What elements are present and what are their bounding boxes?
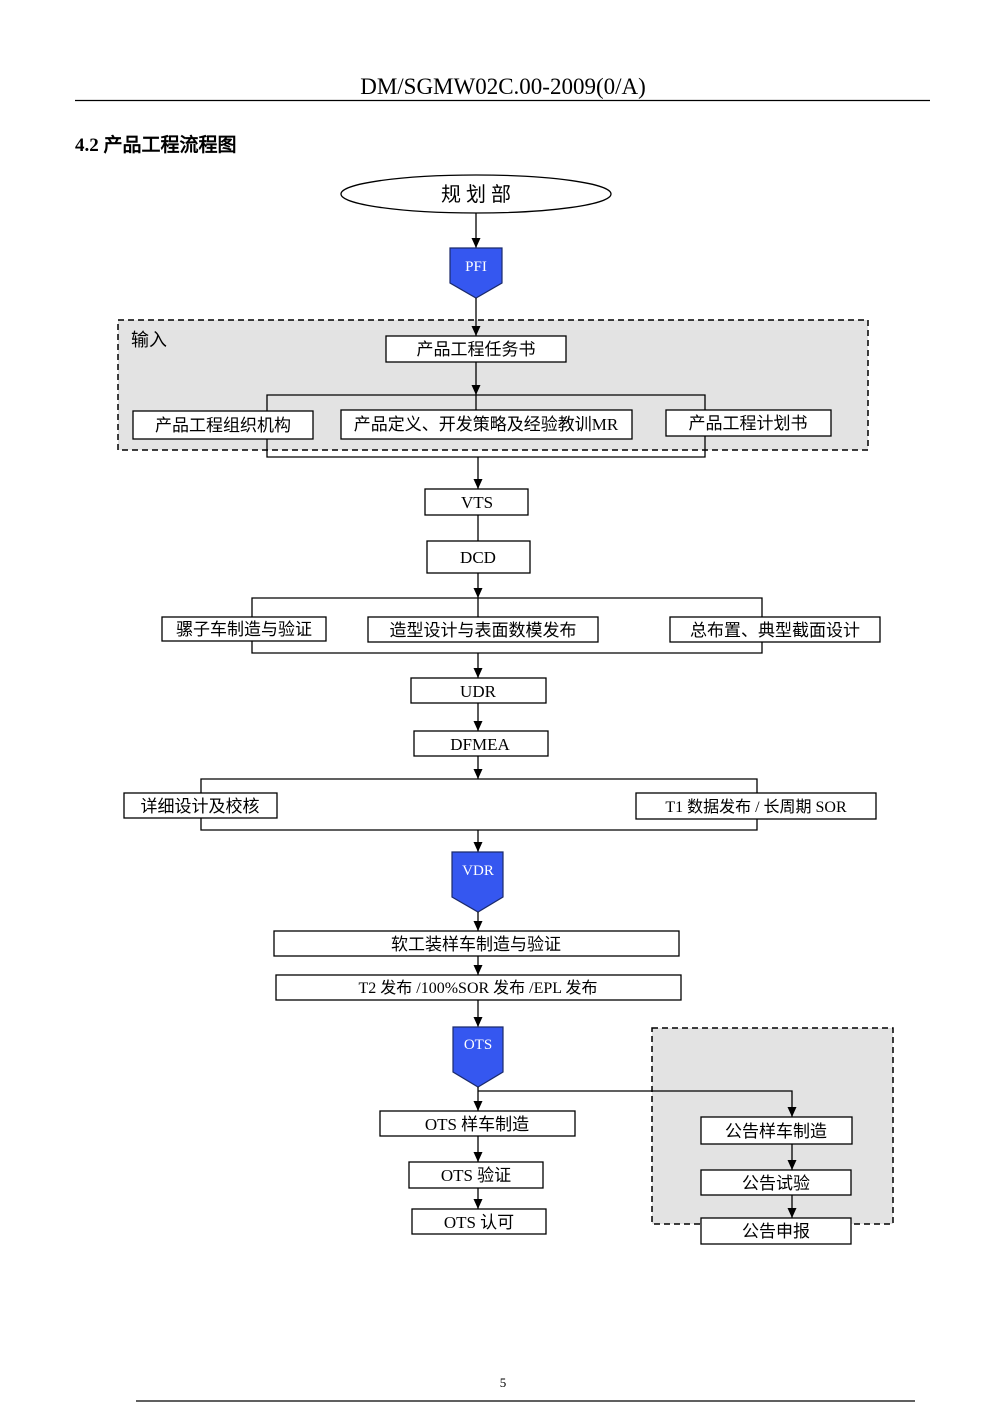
node-input-plan-label: 产品工程计划书 (689, 414, 808, 433)
node-udr: UDR (410, 677, 547, 704)
node-announcement-declare-label: 公告申报 (742, 1222, 810, 1241)
node-vts-box (424, 488, 529, 516)
node-udr-box (410, 677, 547, 704)
node-mule-car-box (161, 616, 327, 642)
node-t2-release: T2 发布 /100%SOR 发布 /EPL 发布 (275, 974, 682, 1001)
node-ots-approve-label: OTS 认可 (444, 1213, 514, 1232)
node-dfmea-box (413, 730, 549, 757)
node-ots-verify-box (408, 1161, 544, 1189)
node-udr-label: UDR (460, 682, 497, 701)
node-mule-car: 骡子车制造与验证 (161, 616, 327, 642)
node-ots-verify: OTS 验证 (408, 1161, 544, 1189)
node-announcement-test: 公告试验 (700, 1169, 852, 1196)
milestone-pfi-shape (449, 247, 503, 299)
node-t2-release-label: T2 发布 /100%SOR 发布 /EPL 发布 (359, 979, 598, 997)
node-input-plan: 产品工程计划书 (665, 409, 832, 437)
node-input-org: 产品工程组织机构 (132, 410, 314, 440)
node-announcement-test-box (700, 1169, 852, 1196)
page-number: 5 (500, 1375, 507, 1390)
node-announcement-declare-box (700, 1217, 852, 1245)
node-ots-build-label: OTS 样车制造 (425, 1115, 529, 1134)
merge-connector (200, 818, 758, 831)
node-soft-tooling-box (273, 930, 680, 957)
merge-connector (251, 641, 763, 654)
node-task-book-label: 产品工程任务书 (417, 340, 536, 359)
node-dfmea-label: DFMEA (450, 735, 510, 754)
node-soft-tooling: 软工装样车制造与验证 (273, 930, 680, 957)
branch-connector (266, 394, 706, 411)
node-styling: 造型设计与表面数模发布 (367, 616, 599, 643)
node-announcement-build: 公告样车制造 (700, 1116, 853, 1145)
node-announcement-build-box (700, 1116, 853, 1145)
document-code: DM/SGMW02C.00-2009(0/A) (360, 74, 646, 99)
milestone-pfi: PFI (449, 247, 503, 299)
node-input-org-box (132, 410, 314, 440)
merge-connector (266, 436, 706, 458)
node-styling-label: 造型设计与表面数模发布 (390, 621, 577, 640)
milestone-ots: OTS (452, 1026, 504, 1088)
node-vts: VTS (424, 488, 529, 516)
node-announcement-test-label: 公告试验 (742, 1174, 810, 1193)
node-ots-verify-label: OTS 验证 (441, 1166, 511, 1185)
start-node-label: 规 划 部 (441, 183, 511, 206)
start-node: 规 划 部 (340, 174, 612, 214)
node-vts-label: VTS (461, 493, 493, 512)
milestone-ots-shape (452, 1026, 504, 1088)
node-detail-design-box (123, 792, 278, 819)
node-package-layout-box (669, 616, 881, 643)
node-package-layout: 总布置、典型截面设计 (669, 616, 881, 643)
branch-connector (200, 778, 758, 793)
node-mule-car-label: 骡子车制造与验证 (176, 620, 312, 639)
node-t1-release-box (635, 792, 877, 820)
node-input-definition: 产品定义、开发策略及经验教训MR (340, 409, 633, 440)
node-dcd-label: DCD (460, 548, 496, 567)
node-announcement-build-label: 公告样车制造 (725, 1122, 827, 1141)
node-input-definition-label: 产品定义、开发策略及经验教训MR (354, 415, 619, 434)
arrow-connector-announcement (478, 1090, 797, 1117)
node-package-layout-label: 总布置、典型截面设计 (690, 621, 860, 640)
node-announcement-declare: 公告申报 (700, 1217, 852, 1245)
milestone-pfi-label: PFI (465, 259, 487, 275)
node-input-org-label: 产品工程组织机构 (155, 416, 291, 435)
milestone-vdr: VDR (451, 851, 504, 913)
node-t1-release-label: T1 数据发布 / 长周期 SOR (665, 798, 847, 816)
input-group-label: 输入 (131, 330, 167, 350)
milestone-ots-label: OTS (464, 1037, 492, 1053)
node-ots-build: OTS 样车制造 (379, 1110, 576, 1137)
node-detail-design-label: 详细设计及校核 (141, 797, 260, 816)
node-ots-build-box (379, 1110, 576, 1137)
node-soft-tooling-label: 软工装样车制造与验证 (391, 935, 561, 954)
node-dfmea: DFMEA (413, 730, 549, 757)
node-ots-approve-box (411, 1208, 547, 1235)
section-title: 4.2 产品工程流程图 (75, 133, 237, 156)
branch-connector (251, 597, 763, 617)
node-input-plan-box (665, 409, 832, 437)
milestone-vdr-label: VDR (462, 863, 494, 879)
node-t1-release: T1 数据发布 / 长周期 SOR (635, 792, 877, 820)
milestone-vdr-shape (451, 851, 504, 913)
node-detail-design: 详细设计及校核 (123, 792, 278, 819)
node-ots-approve: OTS 认可 (411, 1208, 547, 1235)
node-task-book-box (385, 335, 567, 363)
node-t2-release-box (275, 974, 682, 1001)
node-dcd: DCD (426, 540, 531, 574)
node-task-book: 产品工程任务书 (385, 335, 567, 363)
node-input-definition-box (340, 409, 633, 440)
node-styling-box (367, 616, 599, 643)
